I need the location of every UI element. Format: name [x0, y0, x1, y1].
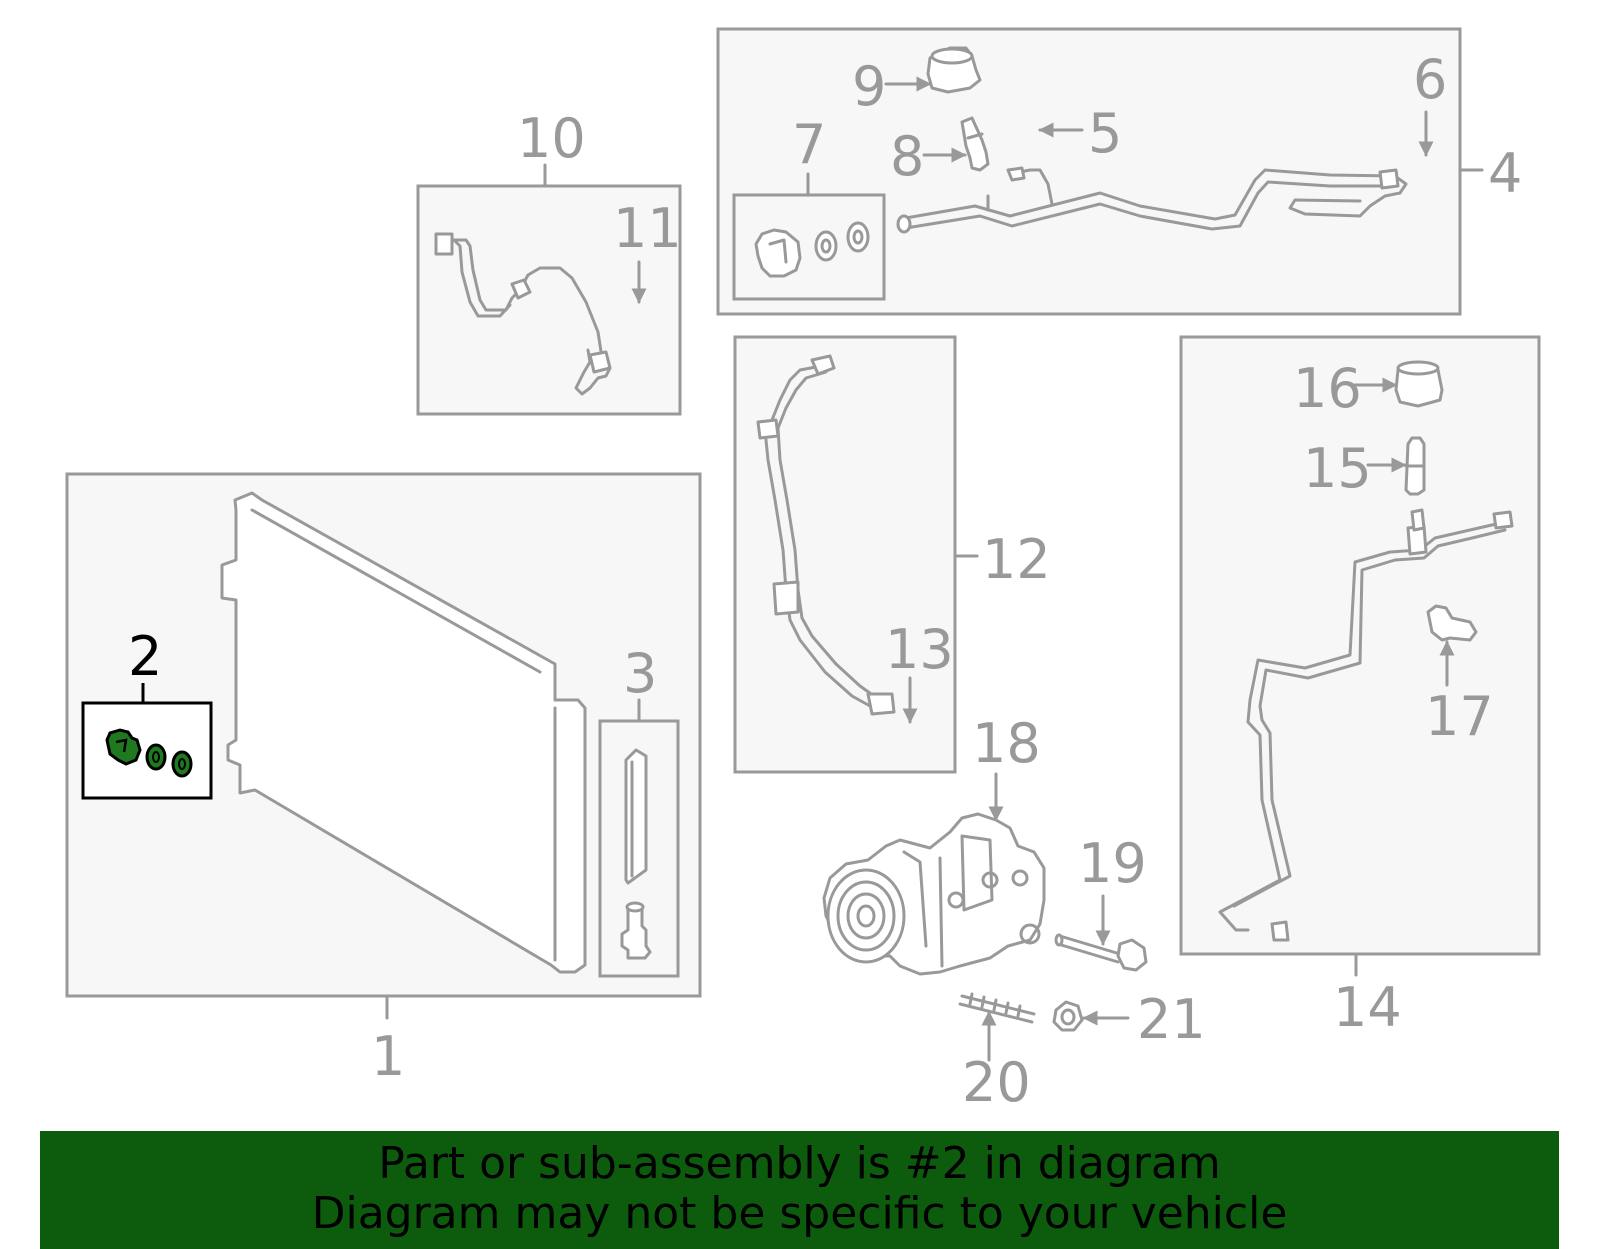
nut-21-part[interactable]	[1052, 1000, 1084, 1032]
dryer-part[interactable]	[620, 748, 652, 960]
info-banner: Part or sub-assembly is #2 in diagram Di…	[40, 1131, 1559, 1249]
valve-core-15-part[interactable]	[1404, 436, 1426, 496]
callout-12[interactable]: 12	[982, 528, 1051, 591]
callout-8[interactable]: 8	[890, 125, 924, 188]
callout-20[interactable]: 20	[962, 1051, 1031, 1114]
stud-20-part[interactable]	[958, 992, 1036, 1024]
compressor-part[interactable]	[822, 812, 1046, 976]
cap-16-part[interactable]	[1394, 360, 1444, 408]
valve-core-8-part[interactable]	[960, 116, 990, 172]
condenser-part[interactable]	[220, 491, 587, 974]
liquid-tube-part[interactable]	[434, 232, 612, 396]
pressure-switch-17-part[interactable]	[1426, 604, 1478, 642]
liquid-line-part[interactable]	[1218, 508, 1514, 942]
callout-17[interactable]: 17	[1425, 685, 1494, 748]
callout-7[interactable]: 7	[792, 113, 826, 176]
cap-9-part[interactable]	[926, 46, 982, 94]
discharge-hose-part[interactable]	[756, 354, 896, 716]
callout-5[interactable]: 5	[1088, 102, 1122, 165]
receiver-kit-box	[81, 701, 213, 800]
callout-10[interactable]: 10	[517, 107, 586, 170]
callout-21[interactable]: 21	[1137, 988, 1206, 1051]
callout-6[interactable]: 6	[1413, 48, 1447, 111]
callout-19[interactable]: 19	[1078, 832, 1147, 895]
callout-16[interactable]: 16	[1293, 357, 1362, 420]
callout-11[interactable]: 11	[613, 197, 682, 260]
callout-18[interactable]: 18	[972, 712, 1041, 775]
callout-13[interactable]: 13	[885, 618, 954, 681]
bolt-19-part[interactable]	[1054, 933, 1148, 972]
callout-9[interactable]: 9	[852, 55, 886, 118]
suction-tube-part[interactable]	[896, 166, 1408, 234]
liner-kit-part[interactable]	[754, 221, 870, 278]
receiver-kit-part[interactable]	[105, 728, 193, 778]
callout-4[interactable]: 4	[1488, 142, 1522, 205]
callout-2[interactable]: 2	[128, 625, 162, 688]
callout-3[interactable]: 3	[623, 642, 657, 705]
banner-line-1: Part or sub-assembly is #2 in diagram	[378, 1138, 1221, 1189]
callout-1[interactable]: 1	[371, 1025, 405, 1088]
discharge-hose-box	[733, 335, 957, 774]
callout-15[interactable]: 15	[1303, 437, 1372, 500]
banner-line-2: Diagram may not be specific to your vehi…	[311, 1188, 1288, 1239]
callout-14[interactable]: 14	[1333, 976, 1402, 1039]
